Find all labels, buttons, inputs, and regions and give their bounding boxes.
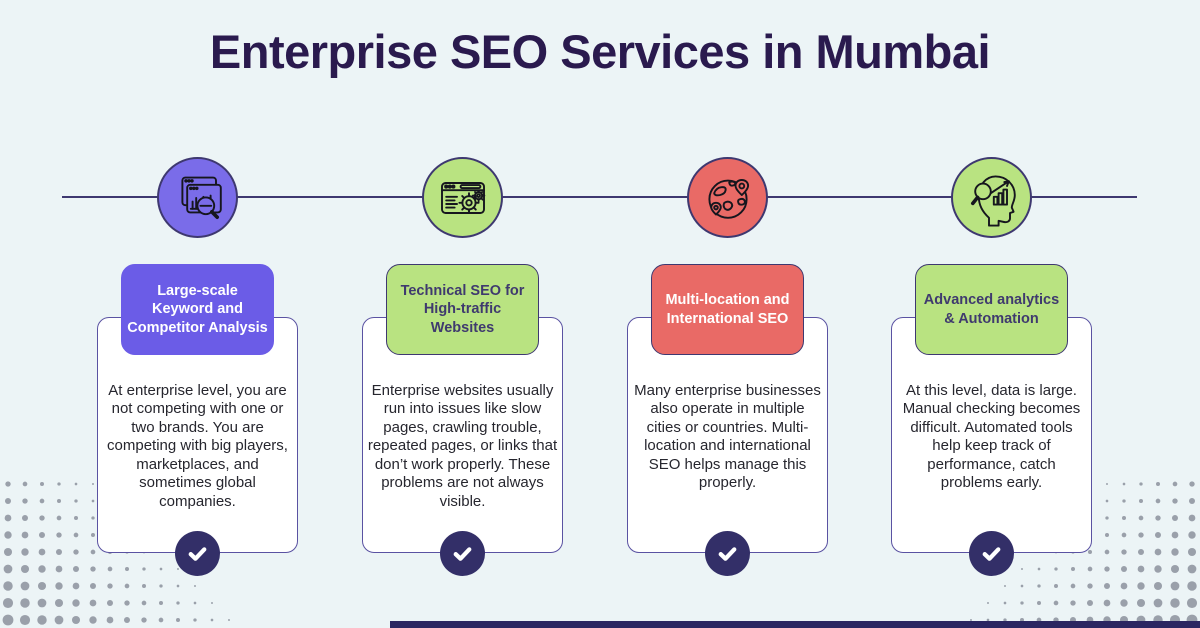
service-heading-text: Multi-location and International SEO <box>665 291 790 327</box>
service-card: Enterprise websites usually run into iss… <box>362 317 563 553</box>
page-title: Enterprise SEO Services in Mumbai <box>209 25 991 78</box>
service-heading-badge: Large-scale Keyword and Competitor Analy… <box>121 264 274 355</box>
checkmark-icon <box>982 547 1001 561</box>
service-column-multi-location-international-seo: Many enterprise businesses also operate … <box>627 157 828 587</box>
service-description: At enterprise level, you are not competi… <box>107 382 288 510</box>
checkmark-icon <box>453 547 472 561</box>
browser-gears-icon <box>433 168 493 228</box>
checkmark-badge <box>705 531 750 576</box>
service-description: Enterprise websites usually run into iss… <box>367 382 558 510</box>
checkmark-icon <box>718 547 737 561</box>
service-heading-badge: Technical SEO for High-traffic Websites <box>386 264 539 355</box>
service-card: Many enterprise businesses also operate … <box>627 317 828 553</box>
service-heading-text: Advanced analytics & Automation <box>923 291 1060 327</box>
service-card: At this level, data is large. Manual che… <box>891 317 1092 553</box>
service-icon-circle <box>951 157 1032 238</box>
service-column-advanced-analytics-automation: At this level, data is large. Manual che… <box>891 157 1092 587</box>
service-description: Many enterprise businesses also operate … <box>634 382 821 492</box>
service-icon-circle <box>422 157 503 238</box>
service-icon-circle <box>687 157 768 238</box>
service-heading-text: Large-scale Keyword and Competitor Analy… <box>127 282 268 336</box>
bottom-accent-bar <box>390 621 1200 628</box>
checkmark-badge <box>969 531 1014 576</box>
service-card: At enterprise level, you are not competi… <box>97 317 298 553</box>
service-icon-circle <box>157 157 238 238</box>
checkmark-badge <box>440 531 485 576</box>
browser-analytics-magnifier-icon <box>168 168 228 228</box>
globe-location-pins-icon <box>698 168 758 228</box>
service-heading-badge: Advanced analytics & Automation <box>915 264 1068 355</box>
checkmark-badge <box>175 531 220 576</box>
service-column-keyword-competitor-analysis: At enterprise level, you are not competi… <box>97 157 298 587</box>
halftone-dots-right <box>970 481 1198 626</box>
checkmark-icon <box>188 547 207 561</box>
service-column-technical-seo-high-traffic: Enterprise websites usually run into iss… <box>362 157 563 587</box>
service-description: At this level, data is large. Manual che… <box>902 382 1081 492</box>
service-heading-text: Technical SEO for High-traffic Websites <box>400 282 525 336</box>
service-heading-badge: Multi-location and International SEO <box>651 264 804 355</box>
timeline-line <box>62 196 1137 198</box>
head-analytics-magnifier-icon <box>962 168 1022 228</box>
halftone-dots-left <box>2 481 230 626</box>
